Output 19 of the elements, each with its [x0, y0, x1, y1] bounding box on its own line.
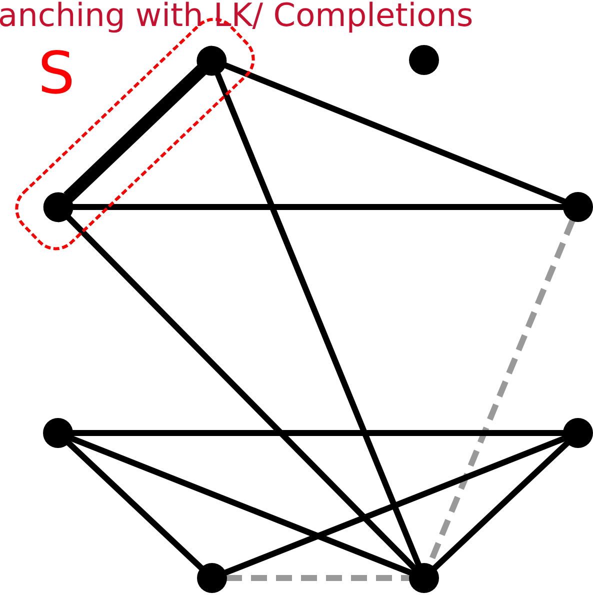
graph-edge: [64, 64, 206, 202]
graph-edge: [66, 440, 204, 571]
graph-edge: [214, 72, 422, 566]
graph-edge: [224, 62, 566, 205]
set-label: S: [38, 44, 75, 102]
graph-edge: [224, 435, 566, 576]
graph-vertex: [409, 45, 439, 75]
graph-vertex: [197, 563, 227, 593]
graph-vertex: [563, 418, 593, 448]
graph-vertex: [409, 563, 439, 593]
graph-edge: [72, 204, 564, 210]
graph-edge: [432, 440, 570, 571]
graph-vertex: [43, 418, 73, 448]
dashed-edge: [226, 575, 410, 581]
graph-edge: [72, 430, 564, 436]
graph-edge: [66, 214, 416, 570]
graph-vertex: [563, 192, 593, 222]
heading-text: anching with LK/ Completions: [0, 0, 474, 34]
graph-edge: [70, 435, 412, 576]
